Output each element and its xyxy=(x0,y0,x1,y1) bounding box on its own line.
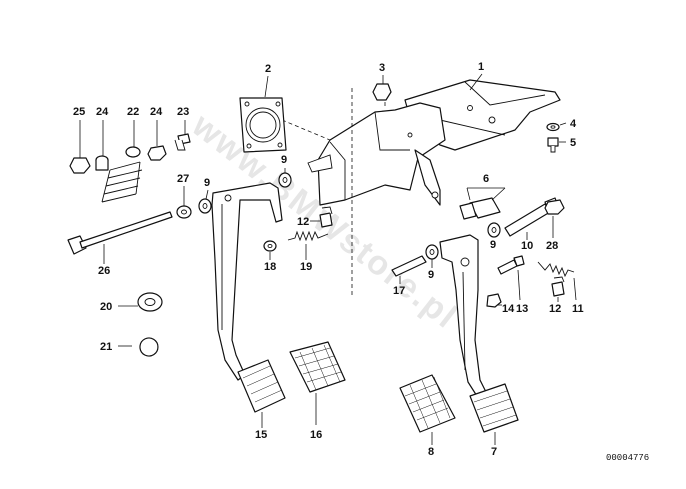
callout-11: 11 xyxy=(572,303,584,315)
callout-16: 16 xyxy=(310,429,322,441)
part-26-bolt[interactable] xyxy=(67,211,173,264)
catalog-number: 00004776 xyxy=(606,453,649,463)
part-17-pin[interactable] xyxy=(391,255,427,284)
callout-23: 23 xyxy=(177,106,189,118)
part-27-washer[interactable] xyxy=(176,186,192,219)
callout-2: 2 xyxy=(265,63,271,75)
callout-28: 28 xyxy=(546,240,558,252)
callout-24-left: 24 xyxy=(96,106,109,118)
pedal-support-bracket[interactable] xyxy=(307,102,446,206)
part-15-clutch-pedal[interactable] xyxy=(211,182,283,381)
part-18-bushing[interactable] xyxy=(263,240,277,260)
callout-12-upper: 12 xyxy=(297,216,309,228)
callout-24-right: 24 xyxy=(150,106,163,118)
part-24-bushing-left[interactable] xyxy=(95,120,109,171)
callout-5: 5 xyxy=(570,137,576,149)
part-20-bushing[interactable] xyxy=(118,292,163,312)
callout-26: 26 xyxy=(98,265,110,277)
part-3-nut[interactable] xyxy=(372,75,392,101)
part-6-brake-light-switch[interactable] xyxy=(459,187,506,220)
part-7-pedal-pad[interactable] xyxy=(469,383,519,445)
part-23-bolt[interactable] xyxy=(174,120,191,151)
callout-12-lower: 12 xyxy=(549,303,561,315)
part-8-pedal-rubber[interactable] xyxy=(399,374,456,445)
callout-labels: 1 2 3 4 5 6 7 8 9 9 9 9 10 11 12 12 13 1… xyxy=(73,61,584,458)
part-19-return-spring[interactable] xyxy=(287,230,329,260)
callout-18: 18 xyxy=(264,261,276,273)
part-28-nut[interactable] xyxy=(544,199,565,238)
callout-9-right: 9 xyxy=(490,239,496,251)
callout-14: 14 xyxy=(502,303,515,315)
callout-15: 15 xyxy=(255,429,267,441)
part-24-bushing-right[interactable] xyxy=(147,120,167,161)
callout-6: 6 xyxy=(483,173,489,185)
callout-8: 8 xyxy=(428,446,434,458)
callout-9-left: 9 xyxy=(204,177,210,189)
part-4-washer[interactable] xyxy=(546,122,567,132)
part-11-spring[interactable] xyxy=(537,261,577,301)
callout-10: 10 xyxy=(521,240,533,252)
callout-1: 1 xyxy=(478,61,484,73)
callout-25: 25 xyxy=(73,106,85,118)
callout-22: 22 xyxy=(127,106,139,118)
callout-20: 20 xyxy=(100,301,112,313)
part-9-bushing-upper[interactable] xyxy=(278,168,292,188)
callout-27: 27 xyxy=(177,173,189,185)
part-21-cap[interactable] xyxy=(118,337,159,357)
part-9-bushing-right[interactable] xyxy=(487,222,501,238)
callout-7: 7 xyxy=(491,446,497,458)
callout-17: 17 xyxy=(393,285,405,297)
part-5-bolt[interactable] xyxy=(547,137,566,153)
part-22-spring-assembly[interactable] xyxy=(101,120,143,203)
part-12-clip-lower[interactable] xyxy=(551,276,565,302)
part-14-nut[interactable] xyxy=(486,293,502,308)
part-9-bushing-left[interactable] xyxy=(198,189,212,214)
callout-21: 21 xyxy=(100,341,112,353)
part-16-pedal-rubber[interactable] xyxy=(289,341,346,425)
callout-13: 13 xyxy=(516,303,528,315)
alignment-line-gasket xyxy=(281,119,331,141)
callout-19: 19 xyxy=(300,261,312,273)
part-2-gasket-plate[interactable] xyxy=(239,75,287,153)
part-12-clip-upper[interactable] xyxy=(310,206,333,228)
part-9-bushing-lower[interactable] xyxy=(425,244,439,268)
callout-3: 3 xyxy=(379,62,385,74)
callout-9-lower: 9 xyxy=(428,269,434,281)
part-13-pin[interactable] xyxy=(497,255,525,301)
part-25-nut[interactable] xyxy=(69,120,91,174)
part-15-pedal-pad[interactable] xyxy=(237,359,286,428)
callout-9-upper: 9 xyxy=(281,154,287,166)
callout-4: 4 xyxy=(570,118,577,130)
